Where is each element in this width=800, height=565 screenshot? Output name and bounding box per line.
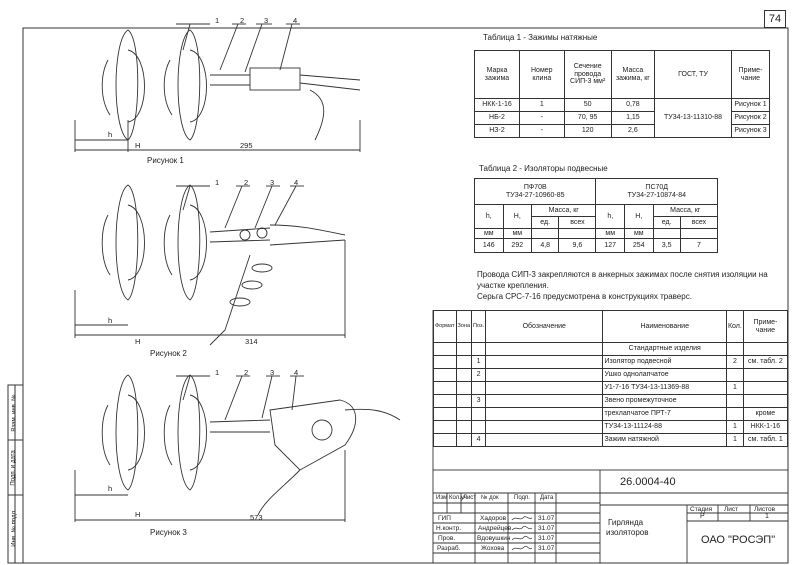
fig3-caption: Рисунок 3 xyxy=(150,528,187,537)
stamp-role: Пров. xyxy=(438,535,456,542)
t1-header: Масса зажима, кг xyxy=(610,50,656,99)
stamp-sheet-header: Лист xyxy=(724,506,739,513)
fig1-callout-2: 2 xyxy=(240,16,245,25)
doc-number: 26.0004-40 xyxy=(620,476,676,488)
note-line-2: участке крепления. xyxy=(477,281,549,290)
t2-cell: 127 xyxy=(595,238,625,253)
t2-sub: H, xyxy=(624,204,654,229)
table1-title: Таблица 1 - Зажимы натяжные xyxy=(483,33,598,42)
stamp-date: 31.07 xyxy=(538,545,555,552)
insulator-drawing-fig2 xyxy=(74,184,346,346)
t2-cell: 9,6 xyxy=(558,238,597,253)
table2-title: Таблица 2 - Изоляторы подвесные xyxy=(479,164,608,173)
fig3-callout-3: 3 xyxy=(270,368,275,377)
fig1-dim-H: H xyxy=(135,141,141,150)
stamp-stage-value: Р xyxy=(700,513,705,520)
stamp-change-header: Лист xyxy=(463,495,477,501)
fig1-dim-L: 295 xyxy=(240,141,253,150)
stamp-name: Жохова xyxy=(481,545,505,552)
spec-note: см. табл. 1 xyxy=(742,433,789,447)
fig2-callout-3: 3 xyxy=(270,178,275,187)
fig2-dim-L: 314 xyxy=(245,337,258,346)
fig1-caption: Рисунок 1 xyxy=(147,156,184,165)
stamp-title-line-2: изоляторов xyxy=(606,528,649,537)
fig1-callout-3: 3 xyxy=(264,16,269,25)
spec-name: Зажим натяжной xyxy=(602,433,727,447)
fig2-callout-4: 4 xyxy=(294,178,299,187)
stamp-stage-header: Стадия xyxy=(690,506,713,513)
side-stamp: Инв. № подл. xyxy=(8,509,18,546)
fig2-caption: Рисунок 2 xyxy=(150,349,187,358)
t1-cell: 0,78 xyxy=(610,98,656,112)
note-line-3: Серьга СРС-7-16 предусмотрена в конструк… xyxy=(477,292,692,301)
t2-cell: 7 xyxy=(679,238,719,253)
stamp-date: 31.07 xyxy=(538,525,555,532)
side-stamp: Подп. и дата xyxy=(8,450,17,485)
t2-sub: h, xyxy=(474,204,504,229)
side-stamp-label: Подп. и дата xyxy=(10,450,17,486)
fig3-callout-2: 2 xyxy=(244,368,249,377)
t1-cell: 120 xyxy=(563,124,612,138)
signature-marks xyxy=(511,516,533,551)
stamp-date: 31.07 xyxy=(538,515,555,522)
stamp-name: Андрейцев xyxy=(478,525,512,532)
stamp-change-header: Подп. xyxy=(514,495,530,501)
fig3-dim-L: 573 xyxy=(250,513,263,522)
t2-cell: 3,5 xyxy=(652,238,681,253)
stamp-title-line-1: Гирлянда xyxy=(608,518,644,527)
assembly-drawings xyxy=(74,23,401,522)
t1-cell: НЗ-2 xyxy=(474,124,520,138)
specification-table: Формат Зона Поз. Обозначение Наименовани… xyxy=(433,310,789,447)
stamp-change-header: Дата xyxy=(540,495,554,501)
side-stamp-label: Инв. № подл. xyxy=(11,509,18,547)
side-stamp-label: Взам. инв. № xyxy=(11,394,18,432)
stamp-change-header: Кол.уч. xyxy=(449,495,469,501)
fig2-callout-1: 1 xyxy=(215,178,220,187)
fig2-dim-h: h xyxy=(108,316,113,325)
side-stamp: Взам. инв. № xyxy=(8,394,18,431)
stamp-name: Вдовушкин xyxy=(477,535,511,542)
fig1-callout-1: 1 xyxy=(215,16,220,25)
stamp-change-header: Изм xyxy=(436,495,448,501)
fig2-dim-H: H xyxy=(135,337,141,346)
t1-cell: 2,6 xyxy=(610,124,656,138)
stamp-role: ГИП xyxy=(438,515,451,522)
t1-gost: ТУ34-13-11310-88 xyxy=(654,98,732,138)
t1-cell: Рисунок 3 xyxy=(730,124,771,138)
note-line-1: Провода СИП-3 закрепляются в анкерных за… xyxy=(477,270,768,279)
stamp-sheets-value: 1 xyxy=(765,513,769,520)
insulator-drawing-fig1 xyxy=(74,23,361,152)
stamp-role: Разраб. xyxy=(437,545,461,552)
stamp-change-header: № док xyxy=(481,495,499,501)
stamp-role: Н.контр. xyxy=(436,525,462,532)
fig2-callout-2: 2 xyxy=(244,178,249,187)
table1-clamps: Марка зажима Номер клина Сечение провода… xyxy=(474,50,771,138)
fig3-callout-1: 1 xyxy=(215,368,220,377)
fig3-dim-H: H xyxy=(135,510,141,519)
stamp-date: 31.07 xyxy=(538,535,555,542)
fig1-dim-h: h xyxy=(108,130,113,139)
fig3-dim-h: h xyxy=(108,484,113,493)
fig1-callout-4: 4 xyxy=(293,16,298,25)
stamp-name: Хадоров xyxy=(480,515,507,522)
stamp-sheets-header: Листов xyxy=(754,506,776,513)
t2-cell: 292 xyxy=(502,238,533,253)
insulator-drawing-fig3 xyxy=(74,374,401,522)
t2-cell: 4,8 xyxy=(531,238,560,253)
fig3-callout-4: 4 xyxy=(294,368,299,377)
stamp-organization: ОАО "РОСЭП" xyxy=(701,534,776,546)
